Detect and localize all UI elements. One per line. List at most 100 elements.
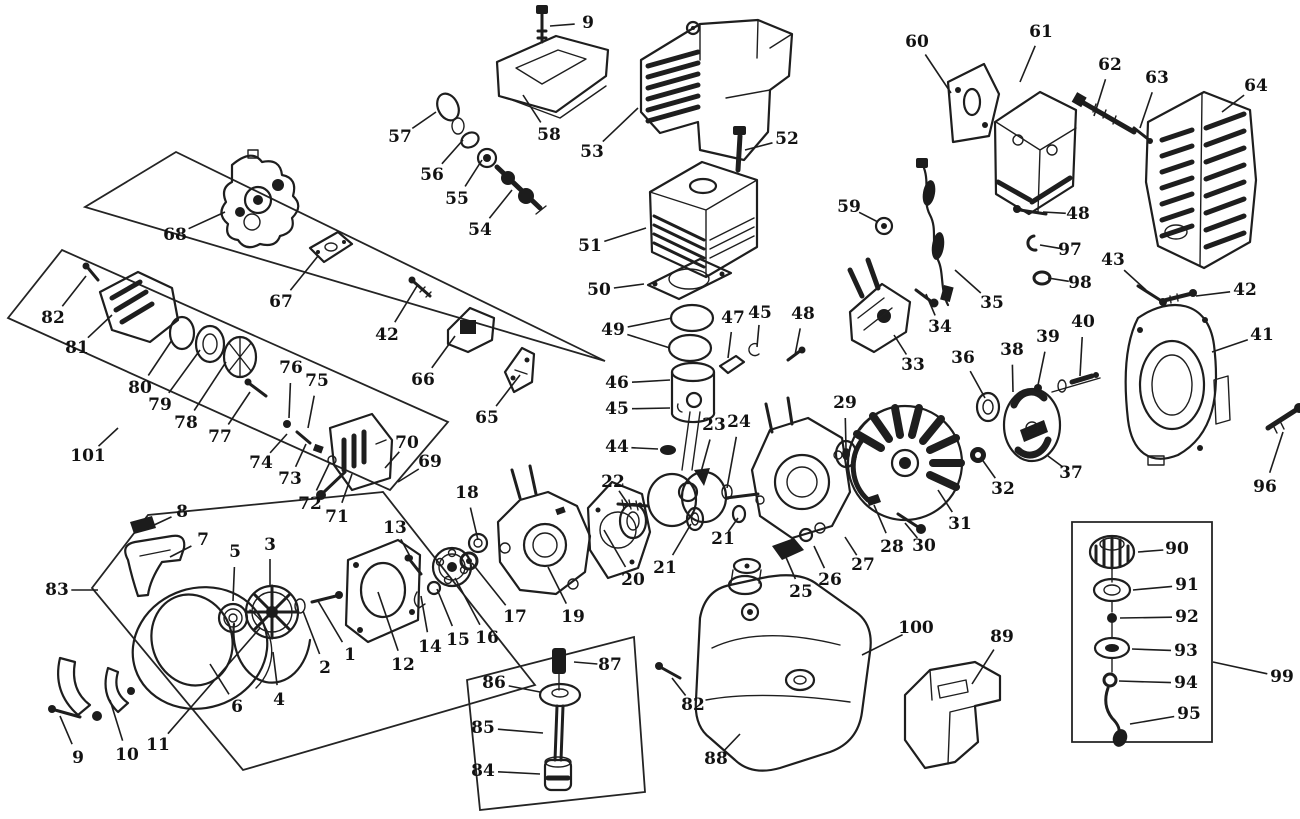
part-callout-34-91: 34: [928, 317, 952, 337]
leader-line-68: [188, 211, 226, 230]
part-callout-25-105: 25: [789, 582, 813, 602]
fuel-filter-group-box: [1071, 521, 1213, 743]
leader-line-40: [1079, 336, 1083, 377]
part-callout-21-20: 21: [653, 558, 677, 578]
leader-line-76: [288, 382, 292, 419]
part-callout-16-58: 16: [475, 628, 499, 648]
leader-line-87: [573, 661, 598, 665]
part-callout-11-50: 11: [146, 735, 170, 755]
part-callout-45-12: 45: [605, 399, 629, 419]
part-callout-38-94: 38: [1000, 340, 1024, 360]
piston-drawing: [660, 342, 806, 471]
part-callout-48-84: 48: [1066, 204, 1090, 224]
muffler-gasket-drawing: [946, 62, 1001, 144]
leader-line-24: [726, 436, 738, 489]
part-callout-81-25: 81: [65, 338, 89, 358]
leader-line-101: [97, 427, 119, 447]
fan-housing-drawing: [1124, 304, 1231, 466]
leader-line-47: [727, 331, 733, 359]
part-callout-17-59: 17: [503, 607, 527, 627]
leader-line-85: [497, 728, 544, 734]
leader-line-58: [522, 94, 542, 123]
leader-line-60: [924, 54, 952, 94]
leader-line-100: [861, 633, 903, 656]
part-callout-76-31: 76: [279, 358, 303, 378]
leader-line-45: [756, 324, 760, 348]
leader-line-88: [723, 733, 741, 751]
part-callout-59-90: 59: [837, 197, 861, 217]
leader-line-42: [394, 285, 418, 323]
leader-line-59: [858, 211, 879, 223]
part-callout-6-47: 6: [231, 697, 243, 717]
part-callout-39-95: 39: [1036, 327, 1060, 347]
leader-line-35: [954, 269, 982, 294]
part-callout-98-86: 98: [1068, 273, 1092, 293]
part-callout-89-70: 89: [990, 627, 1014, 647]
leader-line-81: [87, 314, 113, 339]
part-callout-97-85: 97: [1058, 240, 1082, 260]
muffler-drawing: [993, 90, 1153, 216]
spark-plug-drawing: [733, 126, 746, 173]
part-callout-100-69: 100: [898, 618, 934, 638]
leader-line-77: [227, 391, 251, 425]
leader-line-84: [497, 771, 541, 775]
part-callout-79-27: 79: [148, 395, 172, 415]
leader-line-62: [1093, 79, 1107, 117]
leader-line-67: [289, 255, 319, 291]
part-callout-58-1: 58: [537, 125, 561, 145]
part-callout-77-29: 77: [208, 427, 232, 447]
intake-insulator-drawing: [446, 306, 536, 394]
leader-line-82: [61, 275, 87, 307]
leader-line-9: [59, 715, 73, 745]
part-callout-46-11: 46: [605, 373, 629, 393]
leader-line-21: [671, 523, 692, 556]
leader-line-63: [1139, 91, 1153, 129]
leader-line-43: [1123, 269, 1147, 291]
part-callout-27-103: 27: [851, 555, 875, 575]
part-callout-82-67: 82: [681, 695, 705, 715]
leader-line-20: [603, 529, 627, 568]
leader-line-11: [167, 627, 261, 735]
leader-line-49: [627, 317, 673, 328]
cylinder-drawing: [648, 160, 759, 279]
part-callout-82-24: 82: [41, 308, 65, 328]
part-callout-86-64: 86: [482, 673, 506, 693]
leader-line-34: [925, 293, 936, 316]
part-callout-30-101: 30: [912, 536, 936, 556]
part-callout-9-48: 9: [72, 748, 84, 768]
leader-line-6: [209, 663, 230, 695]
leader-line-39: [1037, 351, 1046, 386]
part-callout-47-14: 47: [721, 308, 745, 328]
part-callout-62-81: 62: [1098, 55, 1122, 75]
leader-line-5: [232, 566, 236, 602]
muffler-cover-drawing: [1144, 90, 1258, 270]
leader-line-97: [1039, 244, 1060, 250]
leader-line-96: [1268, 431, 1284, 473]
part-callout-24-18: 24: [727, 412, 751, 432]
part-callout-15-57: 15: [446, 630, 470, 650]
part-callout-35-89: 35: [980, 293, 1004, 313]
part-callout-12-54: 12: [391, 655, 415, 675]
part-callout-10-49: 10: [115, 745, 139, 765]
part-callout-57-2: 57: [388, 127, 412, 147]
part-callout-7-43: 7: [197, 530, 209, 550]
leader-line-4: [272, 651, 278, 686]
leader-line-57: [411, 111, 437, 130]
parts-artwork: [48, 5, 1300, 792]
part-callout-55-4: 55: [445, 189, 469, 209]
leader-line-71: [341, 473, 353, 504]
part-callout-32-99: 32: [991, 479, 1015, 499]
fuel-pickup-drawing: [538, 648, 582, 792]
part-callout-9-0: 9: [582, 13, 594, 33]
leader-line-37: [1047, 455, 1064, 468]
leader-line-92: [1119, 616, 1173, 619]
leader-line-94: [1118, 680, 1172, 684]
part-callout-61-80: 61: [1029, 22, 1053, 42]
leader-line-25: [784, 554, 797, 580]
part-callout-8-42: 8: [176, 502, 188, 522]
part-callout-50-9: 50: [587, 280, 611, 300]
leader-line-46: [631, 379, 671, 383]
part-callout-44-13: 44: [605, 437, 629, 457]
leader-line-33: [893, 334, 908, 355]
